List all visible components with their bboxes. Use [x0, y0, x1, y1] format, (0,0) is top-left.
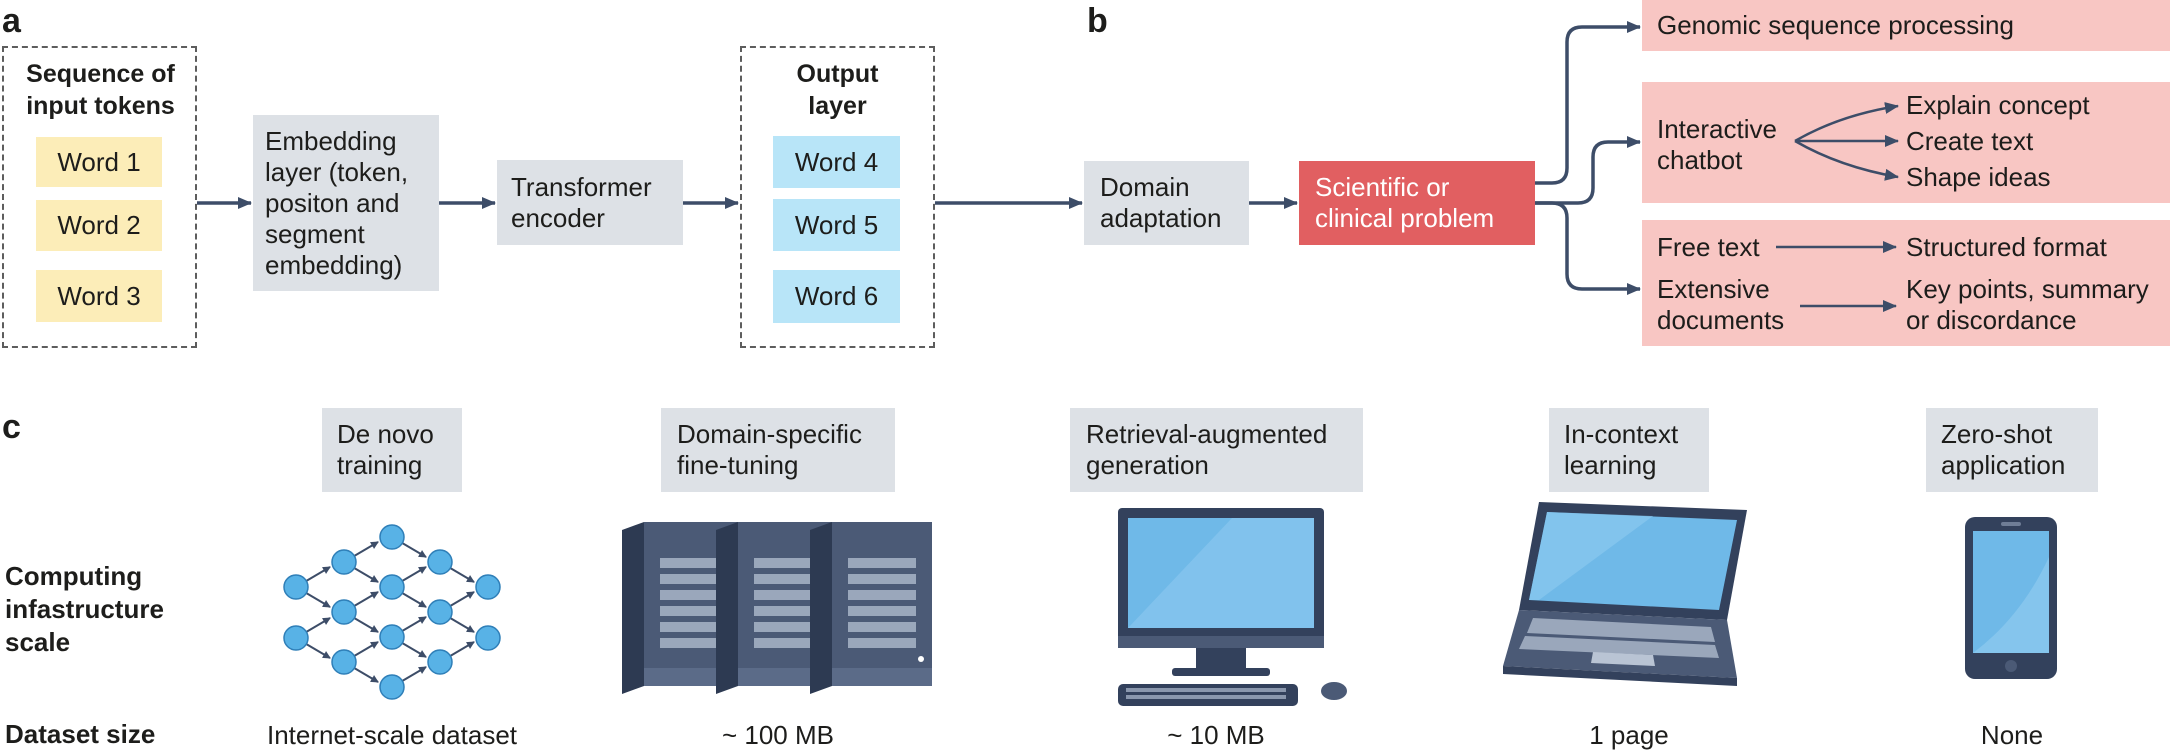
key-points-label: Key points, summary or discordance	[1906, 274, 2168, 336]
computing-scale-text: Computing infastructure scale	[5, 561, 164, 657]
arrow-problem-to-chatbot	[1535, 136, 1641, 205]
genomic-output-box	[1642, 0, 2170, 51]
smartphone-icon	[1965, 517, 2057, 679]
panel-label-c: c	[2, 408, 21, 446]
shape-ideas-label: Shape ideas	[1906, 162, 2051, 192]
interactive-chatbot-label: Interactive chatbot	[1657, 114, 1817, 176]
arrow-chatbot-shape	[1794, 139, 1899, 181]
free-text-label: Free text	[1657, 232, 1760, 262]
approach-zero-shot: Zero-shot application	[1926, 408, 2098, 492]
interactive-chatbot-text: Interactive chatbot	[1657, 114, 1777, 175]
output-word-5: Word 5	[773, 199, 900, 251]
key-points-text: Key points, summary or discordance	[1906, 274, 2149, 335]
approach-in-context-learning: In-context learning	[1549, 408, 1709, 492]
dataset-size-row-label: Dataset size	[5, 719, 156, 749]
server-rack-icon	[622, 522, 932, 694]
extensive-documents-text: Extensive documents	[1657, 274, 1785, 335]
computing-scale-row-label: Computing infastructure scale	[5, 560, 185, 659]
chatbot-output-box	[1642, 82, 2170, 203]
transformer-encoder-box: Transformer encoder	[497, 160, 683, 245]
dataset-in-context: 1 page	[1589, 720, 1669, 750]
scientific-problem-box: Scientific or clinical problem	[1299, 161, 1535, 245]
arrow-problem-to-documents	[1535, 201, 1641, 295]
neural-network-icon	[283, 524, 501, 700]
input-word-1: Word 1	[36, 137, 162, 187]
output-layer-title: Output layer	[796, 60, 879, 120]
explain-concept-label: Explain concept	[1906, 90, 2090, 120]
input-word-2: Word 2	[36, 200, 162, 251]
create-text-label: Create text	[1906, 126, 2034, 156]
approach-domain-fine-tuning: Domain-specific fine-tuning	[661, 408, 895, 492]
approach-de-novo-training: De novo training	[322, 408, 462, 492]
input-tokens-frame	[2, 46, 197, 348]
output-word-6: Word 6	[773, 270, 900, 323]
panel-label-a: a	[2, 2, 21, 40]
domain-adaptation-box: Domain adaptation	[1084, 161, 1249, 245]
structured-format-label: Structured format	[1906, 232, 2107, 262]
input-word-3: Word 3	[36, 270, 162, 322]
arrow-chatbot-explain	[1794, 102, 1899, 143]
approach-rag: Retrieval-augmented generation	[1070, 408, 1363, 492]
panel-label-b: b	[1087, 2, 1108, 40]
embedding-layer-box: Embedding layer (token, positon and segm…	[253, 115, 439, 291]
input-tokens-title: Sequence of input tokens	[26, 60, 175, 120]
laptop-icon	[1503, 502, 1747, 686]
document-output-box	[1642, 220, 2170, 346]
arrow-problem-to-genomic	[1535, 21, 1641, 185]
dataset-de-novo: Internet-scale dataset	[266, 720, 518, 750]
genomic-sequence-label: Genomic sequence processing	[1657, 10, 2014, 40]
desktop-computer-icon	[1118, 508, 1347, 706]
output-word-4: Word 4	[773, 136, 900, 188]
output-layer-frame	[740, 46, 935, 348]
extensive-documents-label: Extensive documents	[1657, 274, 1827, 336]
dataset-fine-tuning: ~ 100 MB	[721, 720, 834, 750]
dataset-zero-shot: None	[1980, 720, 2044, 750]
dataset-rag: ~ 10 MB	[1167, 720, 1265, 750]
